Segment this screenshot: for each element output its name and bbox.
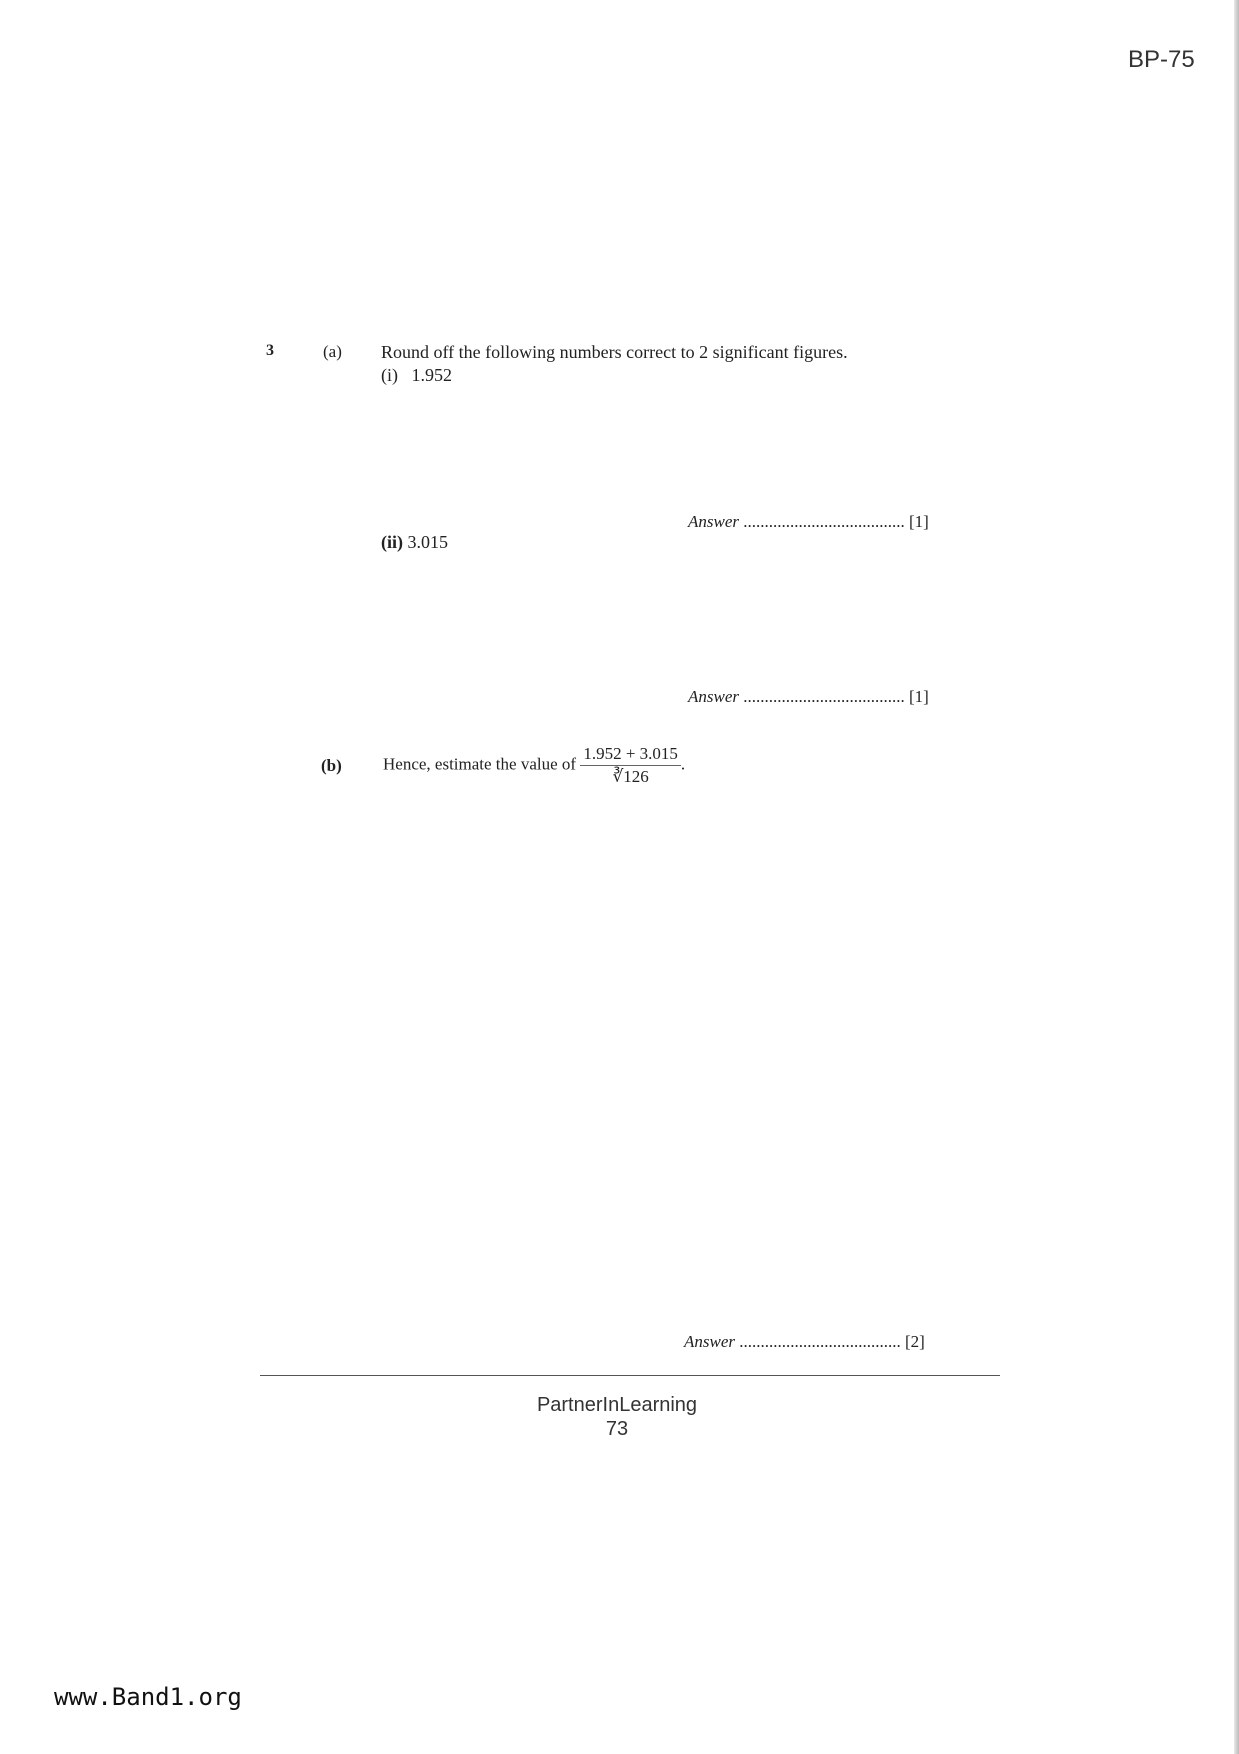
answer-label: Answer <box>684 1332 735 1351</box>
answer-line-i: Answer .................................… <box>688 512 929 532</box>
answer-label: Answer <box>688 512 739 531</box>
marks: [1] <box>909 512 929 531</box>
publisher: PartnerInLearning <box>536 1394 698 1416</box>
marks: [1] <box>909 687 929 706</box>
answer-line-ii: Answer .................................… <box>688 687 929 707</box>
website-watermark: www.Band1.org <box>54 1683 242 1711</box>
page-number: 73 <box>605 1418 629 1440</box>
item-i-value: 1.952 <box>411 365 453 385</box>
item-i-label: (i) <box>381 365 398 385</box>
item-ii: (ii) 3.015 <box>381 532 448 553</box>
page-edge <box>1234 0 1239 1754</box>
answer-dots[interactable]: ...................................... <box>739 1332 901 1351</box>
part-a-prompt: Round off the following numbers correct … <box>381 342 848 362</box>
answer-label: Answer <box>688 687 739 706</box>
part-b-question: Hence, estimate the value of 1.952 + 3.0… <box>383 744 685 787</box>
marks: [2] <box>905 1332 925 1351</box>
part-a-label: (a) <box>323 342 342 361</box>
denominator: ∛126 <box>612 767 649 786</box>
footer-divider <box>260 1375 1000 1376</box>
item-ii-value: 3.015 <box>407 532 449 552</box>
part-b-label: (b) <box>321 756 342 775</box>
answer-dots[interactable]: ...................................... <box>743 687 905 706</box>
item-ii-label: (ii) <box>381 532 403 552</box>
answer-dots[interactable]: ...................................... <box>743 512 905 531</box>
item-i: (i) 1.952 <box>381 365 452 386</box>
period: . <box>680 754 686 774</box>
answer-line-b: Answer .................................… <box>684 1332 925 1352</box>
fraction: 1.952 + 3.015 ∛126 <box>580 744 681 787</box>
part-b-prompt: Hence, estimate the value of <box>383 754 577 774</box>
numerator: 1.952 + 3.015 <box>580 744 681 766</box>
page-code: BP-75 <box>1128 46 1195 73</box>
question-number: 3 <box>266 342 274 359</box>
